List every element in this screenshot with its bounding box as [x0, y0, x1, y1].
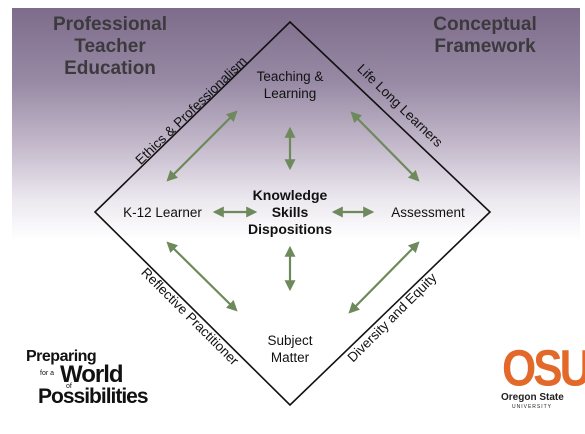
- center-line-3: Dispositions: [247, 221, 332, 237]
- center-line-1: Knowledge: [252, 187, 328, 203]
- osu-logo: OSU Oregon State UNIVERSITY: [500, 343, 585, 412]
- title-professional-teacher-education: Professional Teacher Education: [30, 14, 190, 80]
- node-bottom-line-2: Matter: [270, 350, 310, 365]
- logo-of: of: [66, 383, 72, 390]
- node-top-line-1: Teaching &: [256, 69, 324, 84]
- node-assessment: Assessment: [391, 205, 465, 220]
- title-left-line-1: Professional: [52, 14, 168, 35]
- title-right-line-1: Conceptual: [433, 14, 537, 35]
- arrow-subject-assessment: [348, 241, 420, 314]
- node-k12-learner: K-12 Learner: [123, 205, 202, 220]
- node-subject-matter: Subject Matter: [240, 332, 340, 366]
- logo-for-a: for a: [40, 370, 55, 377]
- node-bottom-line-1: Subject: [267, 333, 313, 348]
- logo-preparing-word: Preparing: [26, 348, 97, 365]
- node-center-knowledge-skills-dispositions: Knowledge Skills Dispositions: [235, 187, 345, 238]
- title-left-line-3: Education: [64, 58, 156, 79]
- logo-preparing-world-possibilities: Preparing for a World of Possibilities: [24, 348, 174, 410]
- logo-world-word: World: [60, 361, 124, 388]
- title-right-line-2: Framework: [434, 36, 536, 57]
- title-left-line-2: Teacher: [74, 36, 146, 57]
- gradient-background: [12, 8, 580, 422]
- logo-possibilities-word: Possibilities: [38, 385, 149, 408]
- arrow-learner-teaching: [166, 110, 238, 182]
- node-top-line-2: Learning: [263, 86, 317, 101]
- node-teaching-learning: Teaching & Learning: [240, 68, 340, 102]
- osu-letters: OSU: [502, 340, 585, 397]
- osu-university: UNIVERSITY: [512, 404, 553, 410]
- title-conceptual-framework: Conceptual Framework: [405, 14, 565, 58]
- arrow-teaching-assessment: [350, 111, 420, 182]
- osu-name: Oregon State: [501, 392, 564, 403]
- center-line-2: Skills: [271, 204, 309, 220]
- framework-diamond: [93, 20, 492, 407]
- arrow-learner-subject: [166, 241, 238, 312]
